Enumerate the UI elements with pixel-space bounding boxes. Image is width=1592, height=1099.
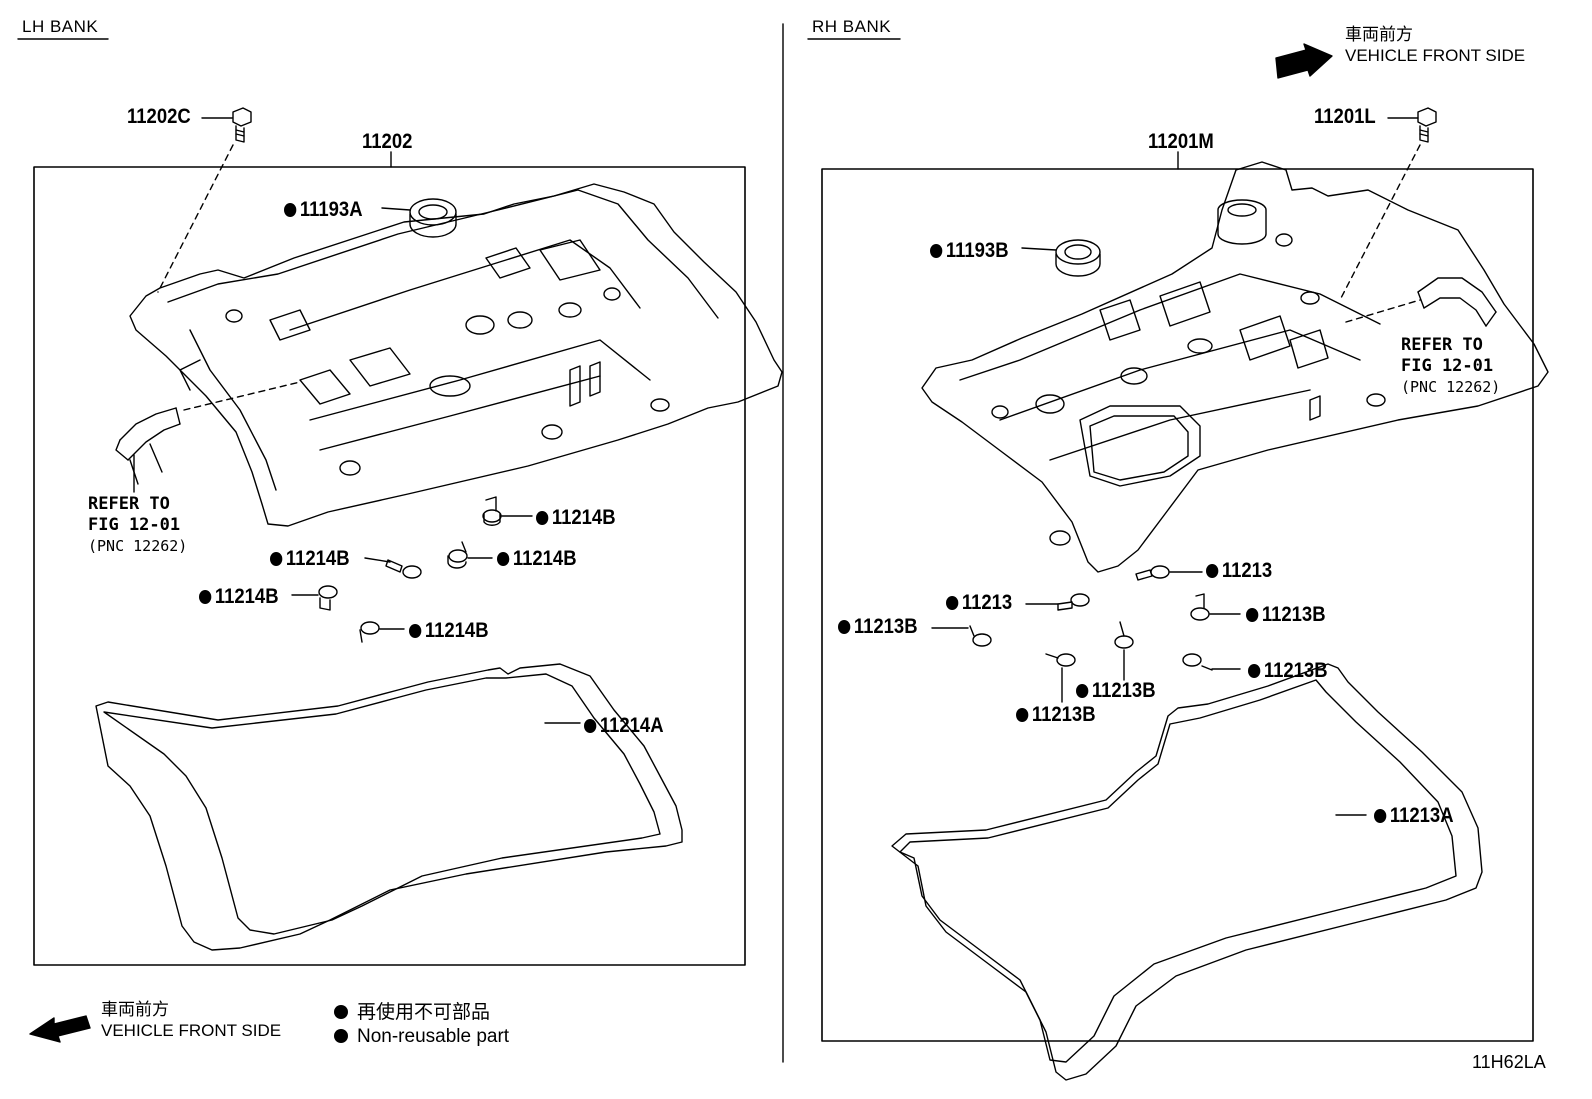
rh-refer-note[interactable]: REFER TO FIG 12-01 (PNC 12262) (1401, 335, 1501, 396)
non-reusable-mark-icon (838, 620, 851, 634)
non-reusable-mark-icon (284, 203, 297, 217)
lh-pcv-hose-icon (115, 407, 181, 485)
non-reusable-mark-icon (1076, 684, 1089, 698)
rh-grommet-icons (931, 565, 1241, 703)
rh-vehicle-front-label: 車両前方 VEHICLE FRONT SIDE (1345, 25, 1526, 65)
rh-grommet-part-number-2[interactable]: 11213 (946, 592, 1012, 613)
non-reusable-mark-icon (270, 552, 283, 566)
rh-pcv-hose-icon (1417, 277, 1497, 327)
rh-gasket-part-number[interactable]: 11213A (1374, 805, 1454, 826)
lh-grommet-part-number-1[interactable]: 11214B (536, 507, 616, 528)
non-reusable-mark-icon (409, 624, 422, 638)
lh-cover-gasket-drawing (95, 663, 683, 951)
non-reusable-mark-icon (199, 590, 212, 604)
rh-grommet-part-number-3[interactable]: 11213B (838, 616, 918, 637)
lh-bank-title: LH BANK (22, 17, 99, 36)
lh-refer-note[interactable]: REFER TO FIG 12-01 (PNC 12262) (88, 494, 188, 555)
lh-bolt-icon (232, 107, 252, 143)
lh-vehicle-front-label: 車両前方 VEHICLE FRONT SIDE (101, 1000, 282, 1040)
non-reusable-mark-icon (1248, 664, 1261, 678)
lh-grommet-icons (291, 496, 533, 643)
lh-assembly-frame (33, 166, 746, 966)
figure-code: 11H62LA (1472, 1052, 1546, 1072)
rh-grommet-part-number-5[interactable]: 11213B (1248, 660, 1328, 681)
lh-seal-part-number[interactable]: 11193A (284, 199, 363, 220)
lh-vehicle-front-arrow-icon (29, 1015, 91, 1043)
non-reusable-mark-icon (930, 244, 943, 258)
rh-bolt-icon (1417, 107, 1437, 143)
non-reusable-mark-icon (1374, 809, 1387, 823)
rh-seal-part-number[interactable]: 11193B (930, 240, 1009, 261)
non-reusable-mark-icon (1246, 608, 1259, 622)
non-reusable-mark-icon (497, 552, 510, 566)
rh-cover-part-number[interactable]: 11201M (1148, 130, 1214, 153)
rh-bank-title: RH BANK (812, 17, 892, 36)
rh-grommet-part-number-1[interactable]: 11213 (1206, 560, 1272, 581)
rh-cover-gasket-drawing (891, 663, 1483, 1081)
lh-bolt-part-number[interactable]: 11202C (127, 105, 191, 128)
lh-gasket-part-number[interactable]: 11214A (584, 715, 664, 736)
lh-grommet-part-number-5[interactable]: 11214B (409, 620, 489, 641)
non-reusable-mark-icon (946, 596, 959, 610)
rh-grommet-part-number-7[interactable]: 11213B (1016, 704, 1096, 725)
lh-grommet-part-number-3[interactable]: 11214B (497, 548, 577, 569)
rh-grommet-part-number-4[interactable]: 11213B (1246, 604, 1326, 625)
rh-vehicle-front-arrow-icon (1275, 43, 1333, 79)
rh-oil-filler-seal-icon (1055, 239, 1101, 277)
non-reusable-mark-icon (536, 511, 549, 525)
rh-bolt-part-number[interactable]: 11201L (1314, 105, 1376, 128)
rh-grommet-part-number-6[interactable]: 11213B (1076, 680, 1156, 701)
rh-cylinder-head-cover-drawing (921, 161, 1549, 573)
non-reusable-mark-icon (334, 1005, 348, 1019)
lh-cylinder-head-cover-drawing (129, 183, 783, 527)
non-reusable-mark-icon (334, 1029, 348, 1043)
non-reusable-mark-icon (1206, 564, 1219, 578)
non-reusable-mark-icon (584, 719, 597, 733)
non-reusable-mark-icon (1016, 708, 1029, 722)
lh-grommet-part-number-4[interactable]: 11214B (199, 586, 279, 607)
lh-cover-part-number[interactable]: 11202 (362, 130, 413, 153)
non-reusable-legend: 再使用不可部品 Non-reusable part (334, 1001, 509, 1049)
lh-grommet-part-number-2[interactable]: 11214B (270, 548, 350, 569)
